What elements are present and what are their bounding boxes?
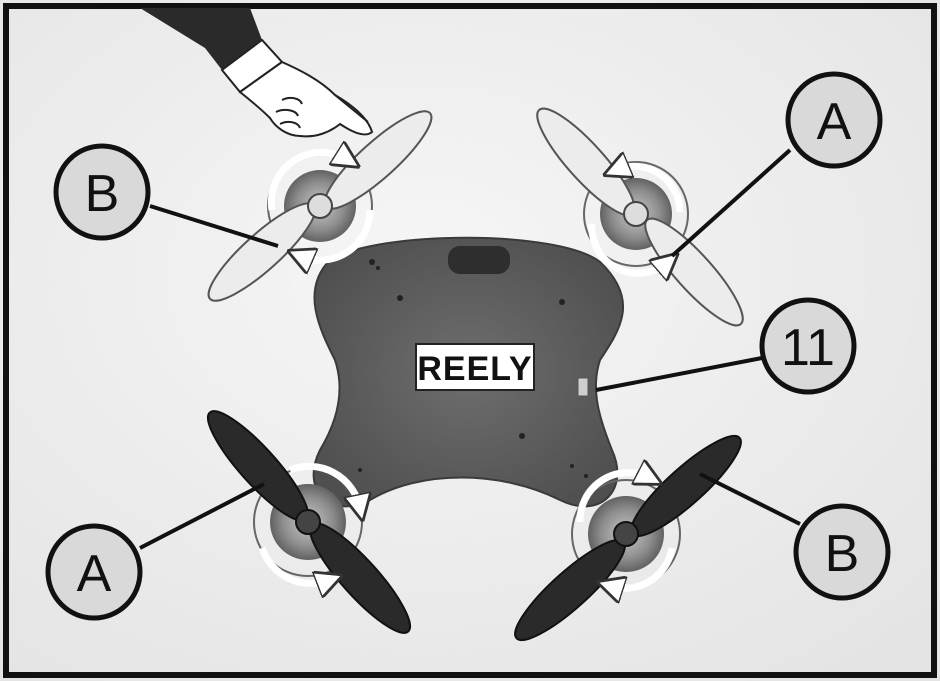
brand-logo: REELY bbox=[415, 343, 535, 391]
rotation-arrow-icon bbox=[616, 166, 684, 213]
hand-pointing-icon bbox=[140, 8, 374, 138]
rotation-arrow-icon bbox=[610, 547, 676, 588]
rotor-bottom-left bbox=[207, 410, 411, 634]
rotation-arrow-icon bbox=[576, 473, 650, 523]
rotation-arrow-icon bbox=[258, 546, 330, 583]
callout-top-right: A bbox=[785, 71, 883, 169]
leader-line-bottom-right bbox=[699, 472, 801, 526]
connector-port bbox=[577, 377, 589, 397]
callout-connector: 11 bbox=[759, 297, 857, 395]
callout-label: A bbox=[817, 93, 852, 151]
callout-label: 11 bbox=[781, 319, 835, 377]
rotor-top-left bbox=[207, 110, 433, 302]
rotation-arrow-icon bbox=[267, 152, 348, 211]
rotation-arrow-icon bbox=[300, 209, 374, 260]
leader-line-top-right bbox=[670, 148, 792, 258]
rotor-top-right bbox=[536, 107, 744, 327]
frame-border bbox=[3, 3, 937, 678]
callout-label: B bbox=[825, 525, 860, 583]
callout-bottom-left: A bbox=[45, 523, 143, 621]
rotation-arrow-icon bbox=[288, 462, 360, 508]
callout-label: B bbox=[85, 165, 120, 223]
rotor-bottom-right bbox=[514, 435, 742, 641]
leader-line-bottom-left bbox=[139, 482, 265, 550]
callout-top-left: B bbox=[53, 143, 151, 241]
callout-label: A bbox=[77, 545, 112, 603]
camera-bump bbox=[448, 246, 510, 274]
brand-logo-text: REELY bbox=[417, 350, 532, 388]
callout-bottom-right: B bbox=[793, 503, 891, 601]
leader-line-top-left bbox=[149, 204, 279, 248]
leader-line-connector bbox=[595, 356, 763, 392]
rotation-arrow-icon bbox=[588, 223, 668, 273]
